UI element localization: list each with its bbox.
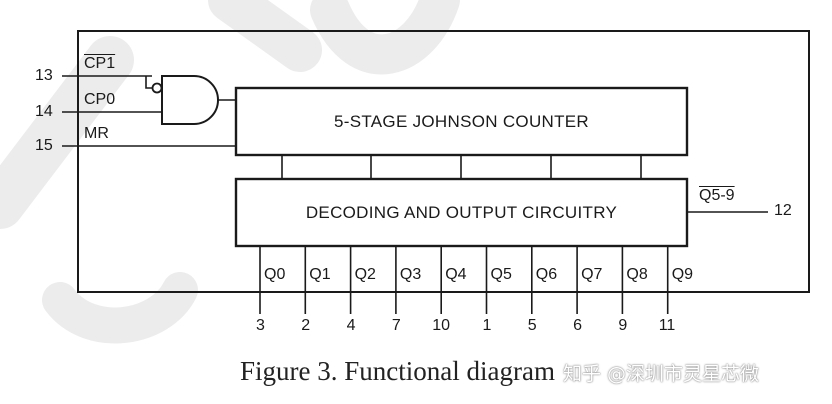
output-signal-label: Q6: [535, 266, 558, 283]
decoder-label: DECODING AND OUTPUT CIRCUITRY: [305, 203, 618, 222]
output-pin-number: 7: [391, 317, 401, 334]
figure-caption: Figure 3. Functional diagram: [240, 356, 555, 386]
output-signal-label: Q5: [490, 266, 512, 283]
output-pin-number: 5: [527, 317, 537, 334]
output-signal-label: Q9: [671, 266, 694, 283]
johnson-counter-block: [234, 86, 689, 157]
mr-pin-number: 15: [35, 137, 53, 154]
output-signal-label: Q4: [445, 266, 467, 283]
output-pin-number: 6: [573, 317, 582, 334]
output-signal-label: Q0: [264, 266, 286, 283]
cp0-pin-number: 14: [35, 103, 53, 120]
mr-signal-label: MR: [84, 125, 109, 142]
output-signal-label: Q7: [581, 266, 603, 283]
cp1-wire-bend: [145, 76, 152, 89]
output-pin-number: 3: [256, 317, 265, 334]
output-pin-number: 11: [658, 317, 676, 334]
inverting-bubble: [151, 82, 163, 94]
package-outline: [77, 30, 810, 293]
cp1-pin-number: 13: [35, 67, 53, 84]
output-signal-label: Q8: [626, 266, 648, 283]
output-pin-number: 9: [618, 317, 628, 334]
output-pin-number: 10: [432, 317, 450, 334]
output-pin-number: 2: [301, 317, 311, 334]
carry-out-pin-number: 12: [774, 202, 792, 219]
cp0-signal-label: CP0: [84, 91, 116, 108]
output-signal-label: Q3: [399, 266, 422, 283]
watermark-text: 知乎 @深圳市灵星芯微: [563, 363, 760, 385]
output-signal-label: Q2: [354, 266, 376, 283]
output-pin-number: 4: [346, 317, 356, 334]
output-pins: [259, 246, 669, 314]
output-pin-number: 1: [482, 317, 492, 334]
and-gate: [161, 75, 219, 125]
output-signal-label: Q1: [309, 266, 331, 283]
carry-out-signal-label: Q5-9: [699, 187, 735, 204]
cp1-signal-label: CP1: [84, 55, 116, 72]
counter-label: 5-STAGE JOHNSON COUNTER: [334, 112, 589, 131]
